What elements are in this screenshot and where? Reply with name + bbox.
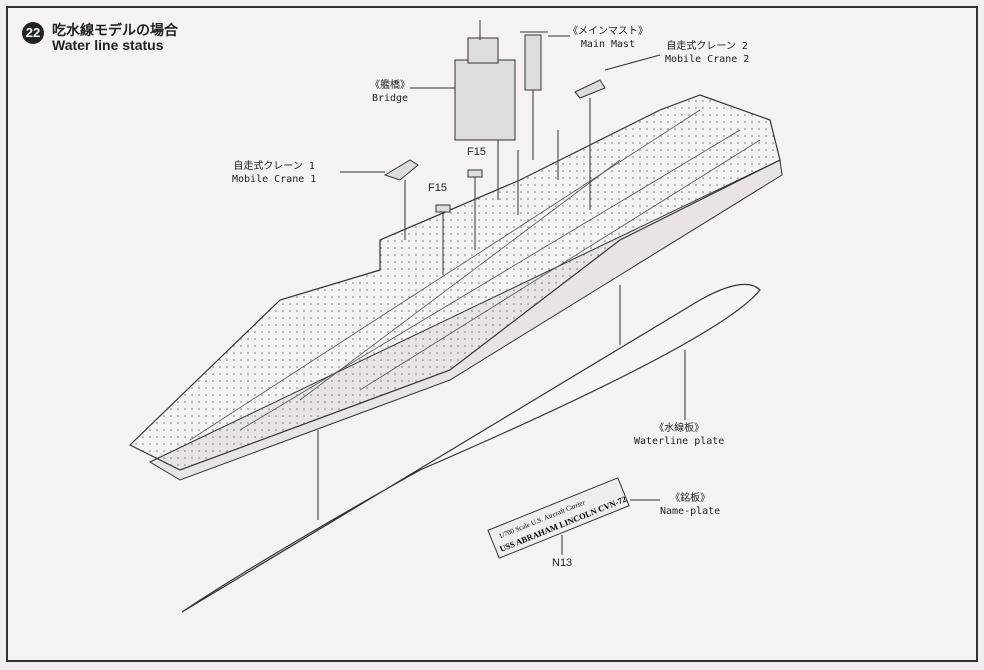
label-bridge: 《艦橋》 Bridge: [370, 79, 410, 105]
step-title-jp: 吃水線モデルの場合: [52, 22, 178, 38]
label-jp: 《艦橋》: [370, 80, 410, 91]
label-en: Waterline plate: [634, 436, 725, 447]
deck-lines: [189, 109, 761, 441]
leader-lines: [317, 35, 686, 555]
label-jp: 《メインマスト》: [568, 26, 648, 37]
label-mobile-crane-2: 自走式クレーン 2 Mobile Crane 2: [665, 40, 749, 66]
label-jp: 《銘板》: [670, 493, 711, 504]
label-part-n13: N13: [552, 557, 573, 569]
waterline-plate: [181, 283, 761, 613]
label-jp: 自走式クレーン 1: [233, 161, 315, 172]
step-title-en: Water line status: [52, 37, 164, 53]
mobile-crane-1-part: [383, 159, 419, 181]
f15-part-a: [467, 169, 483, 178]
bridge-part: [454, 20, 516, 141]
label-en: Mobile Crane 2: [665, 54, 750, 65]
label-f15-b: F15: [428, 182, 447, 194]
label-waterline-plate: 《水線板》 Waterline plate: [634, 422, 724, 448]
label-nameplate: 《銘板》 Name-plate: [660, 492, 720, 518]
f15-part-b: [435, 204, 451, 213]
nameplate-part: 1/700 Scale U.S. Aircraft Carrier USS AB…: [487, 477, 630, 559]
flight-deck: [128, 94, 781, 471]
label-en: Bridge: [371, 93, 409, 104]
label-mobile-crane-1: 自走式クレーン 1 Mobile Crane 1: [232, 160, 316, 186]
mobile-crane-2-part: [574, 79, 606, 99]
label-main-mast: 《メインマスト》 Main Mast: [568, 25, 648, 51]
step-number: 22: [22, 22, 44, 44]
label-en: Name-plate: [660, 506, 721, 517]
main-mast-part: [520, 31, 548, 91]
label-f15-a: F15: [467, 146, 486, 158]
label-en: Main Mast: [580, 39, 636, 50]
label-jp: 自走式クレーン 2: [666, 41, 748, 52]
label-jp: 《水線板》: [654, 423, 705, 434]
label-en: Mobile Crane 1: [232, 174, 317, 185]
